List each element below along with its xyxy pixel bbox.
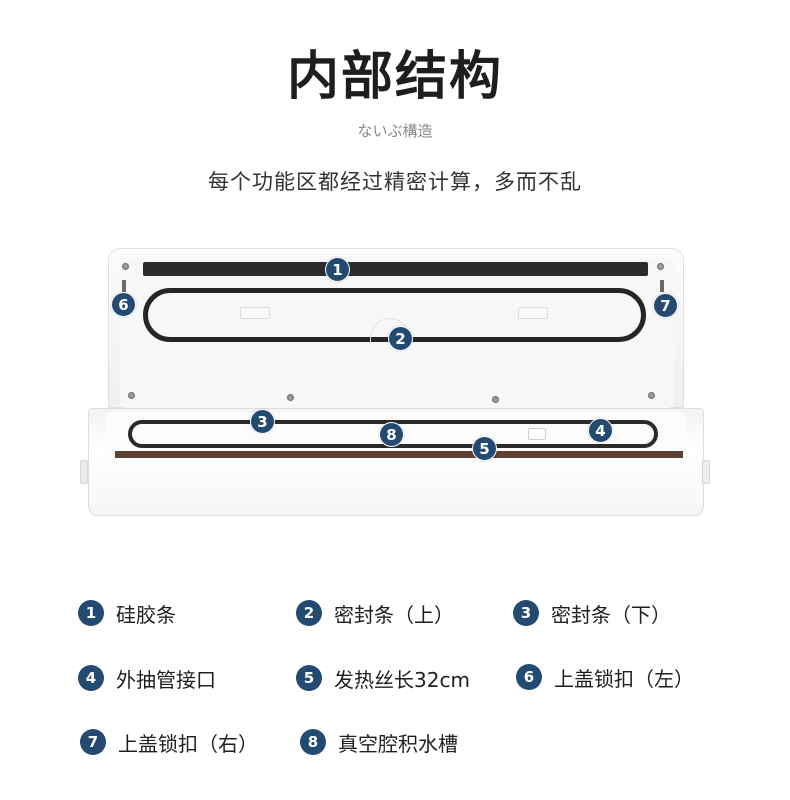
legend-number: 3 [513, 600, 539, 626]
silicone-strip [143, 262, 648, 276]
legend-item-7: 7 上盖锁扣（右） [80, 728, 258, 756]
screw-icon [287, 394, 294, 401]
legend-item-6: 6 上盖锁扣（左） [516, 663, 694, 691]
legend-label: 上盖锁扣（右） [118, 731, 258, 756]
legend-label: 硅胶条 [116, 602, 176, 627]
marker-4: 4 [588, 418, 613, 443]
page-subtitle: ないぶ構造 [357, 122, 433, 140]
lid-slot-left [240, 307, 270, 319]
legend-item-3: 3 密封条（下） [513, 599, 671, 627]
marker-2: 2 [388, 326, 413, 351]
legend-item-8: 8 真空腔积水槽 [300, 728, 458, 756]
legend-number: 7 [80, 729, 106, 755]
legend-number: 6 [516, 664, 542, 690]
legend-number: 2 [296, 600, 322, 626]
legend-item-2: 2 密封条（上） [296, 599, 454, 627]
right-latch-mark [660, 280, 664, 292]
left-latch-mark [122, 280, 126, 292]
legend-item-5: 5 发热丝长32cm [296, 664, 470, 692]
legend-item-1: 1 硅胶条 [78, 599, 176, 627]
legend-item-4: 4 外抽管接口 [78, 664, 216, 692]
legend-label: 外抽管接口 [116, 667, 216, 692]
page-title: 内部结构 [286, 47, 503, 107]
left-side-nub [80, 460, 88, 484]
screw-icon [128, 392, 135, 399]
right-side-nub [702, 460, 710, 484]
screw-icon [648, 392, 655, 399]
marker-3: 3 [250, 409, 275, 434]
legend-label: 上盖锁扣（左） [554, 666, 694, 691]
marker-5: 5 [472, 436, 497, 461]
heating-wire [115, 451, 683, 458]
marker-7: 7 [653, 293, 678, 318]
legend-number: 1 [78, 600, 104, 626]
screw-icon [492, 396, 499, 403]
screw-icon [122, 263, 129, 270]
page-tagline: 每个功能区都经过精密计算，多而不乱 [208, 170, 582, 194]
lid-slot-right [518, 307, 548, 319]
legend-number: 4 [78, 665, 104, 691]
marker-6: 6 [111, 292, 136, 317]
legend-label: 发热丝长32cm [334, 667, 470, 692]
legend-label: 真空腔积水槽 [338, 731, 458, 756]
legend-label: 密封条（下） [551, 602, 671, 627]
legend-number: 5 [296, 665, 322, 691]
marker-1: 1 [325, 257, 350, 282]
screw-icon [657, 263, 664, 270]
external-suction-port [528, 428, 546, 440]
marker-8: 8 [379, 422, 404, 447]
legend-label: 密封条（上） [334, 602, 454, 627]
legend-number: 8 [300, 729, 326, 755]
